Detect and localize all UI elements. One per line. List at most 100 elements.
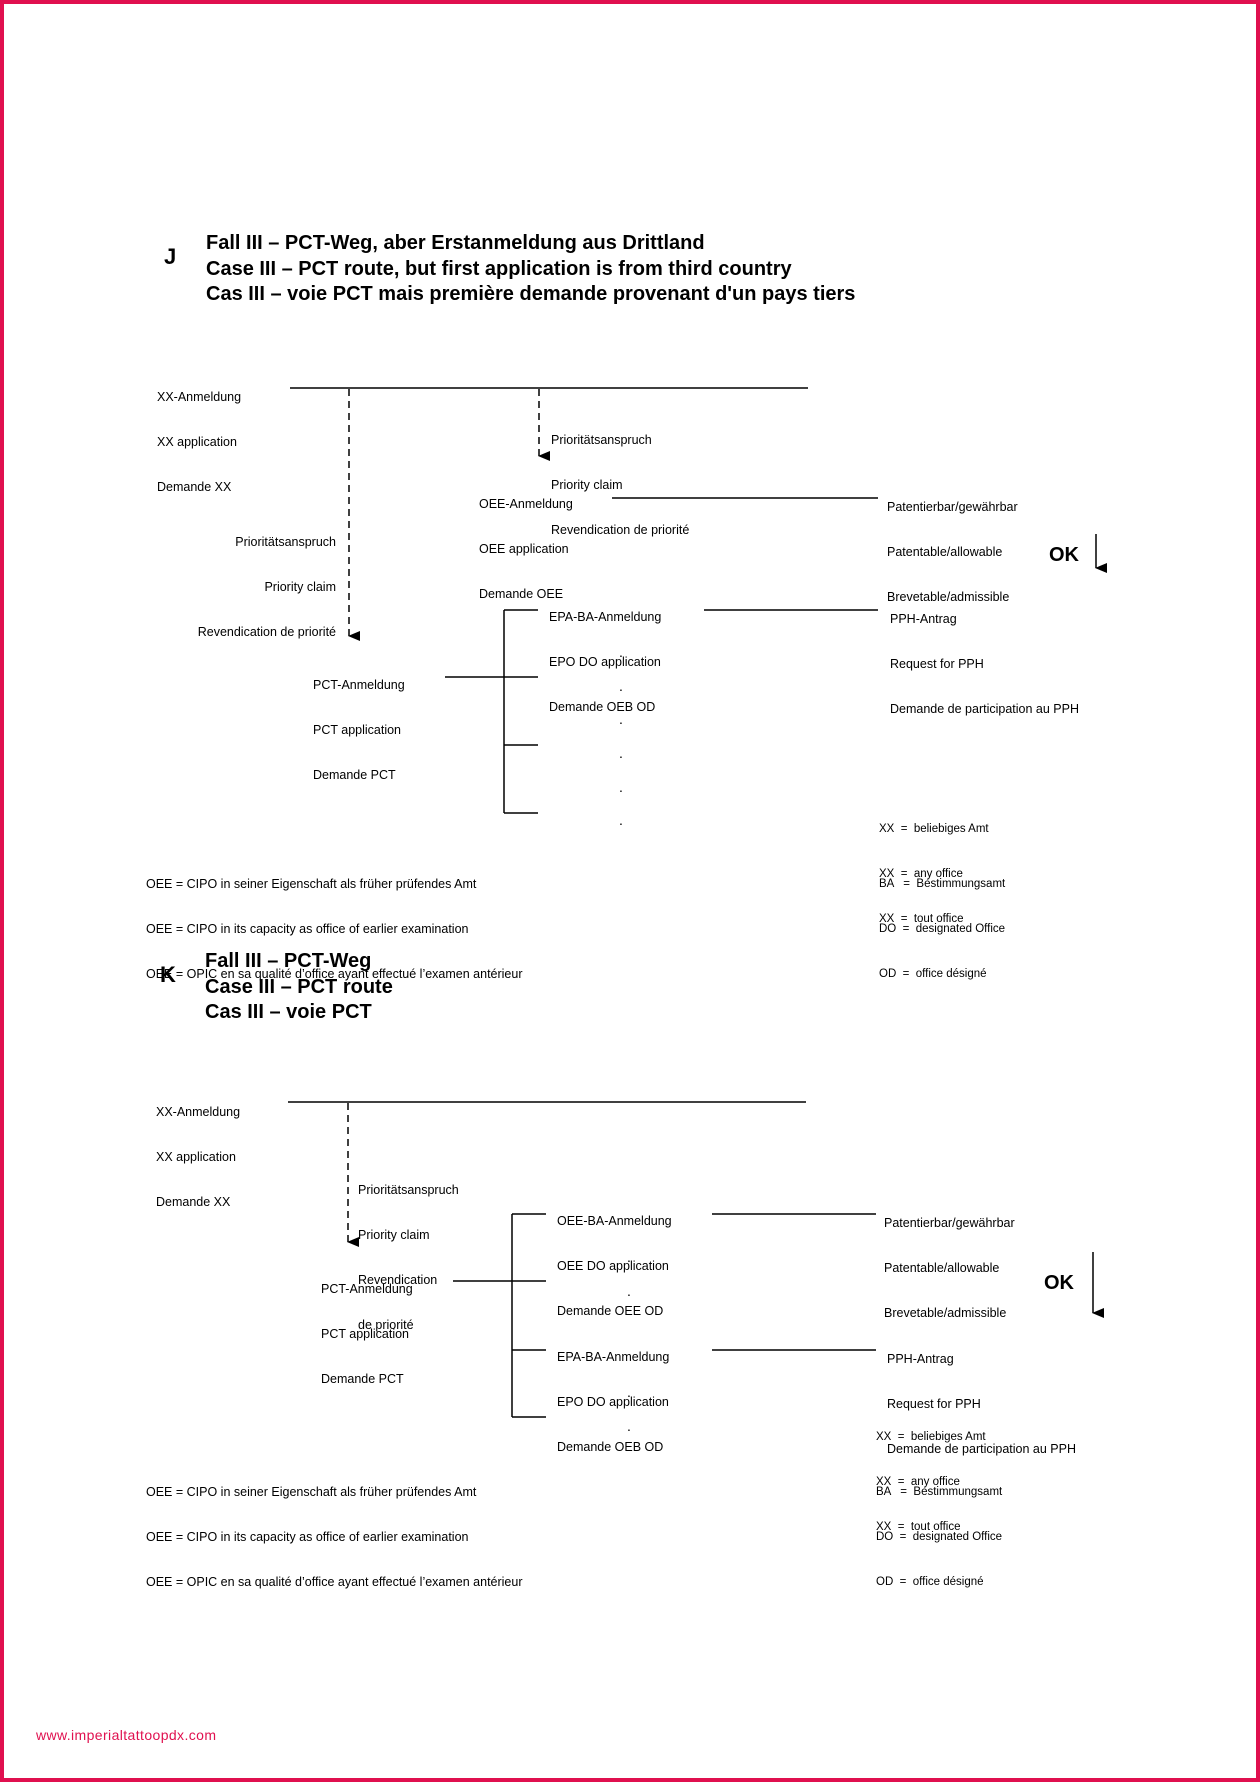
j-priority-claim-right-label: Prioritätsanspruch Priority claim Revend… — [551, 403, 689, 553]
label-line: Patentable/allowable — [887, 545, 1003, 559]
label-line: Revendication — [358, 1273, 438, 1287]
j-patentable-label: Patentierbar/gewährbar Patentable/allowa… — [887, 470, 1018, 620]
label-line: OEE DO application — [557, 1259, 669, 1273]
label-line: PCT application — [321, 1327, 410, 1341]
label-line: Patentierbar/gewährbar — [884, 1216, 1015, 1230]
label-line: EPA-BA-Anmeldung — [549, 610, 662, 624]
label-line: Brevetable/admissible — [887, 590, 1010, 604]
k-ellipsis-dot: . — [627, 1249, 631, 1265]
label-line: PCT application — [313, 723, 402, 737]
j-ellipsis-dot: . — [619, 745, 623, 761]
label-line: Patentable/allowable — [884, 1261, 1000, 1275]
label-line: XX application — [157, 435, 237, 449]
legend-line: XX = tout office — [876, 1521, 961, 1533]
label-line: Request for PPH — [887, 1397, 981, 1411]
j-legend-oee: OEE = CIPO in seiner Eigenschaft als frü… — [146, 847, 523, 997]
j-legend-do: BA = Bestimmungsamt DO = designated Offi… — [879, 847, 1005, 997]
j-ellipsis-dot: . — [619, 779, 623, 795]
label-line: OEE application — [479, 542, 569, 556]
k-legend-oee: OEE = CIPO in seiner Eigenschaft als frü… — [146, 1455, 523, 1605]
k-pct-application-label: PCT-Anmeldung PCT application Demande PC… — [321, 1252, 413, 1402]
legend-line: OEE = CIPO in its capacity as office of … — [146, 922, 469, 936]
legend-line: XX = beliebiges Amt — [876, 1431, 986, 1443]
label-line: Demande PCT — [321, 1372, 404, 1386]
legend-line: BA = Bestimmungsamt — [876, 1486, 1003, 1498]
k-ok-label: OK — [1044, 1272, 1074, 1294]
section-k-title: Fall III – PCT-Weg Case III – PCT route … — [205, 949, 393, 1026]
title-line: Fall III – PCT-Weg, aber Erstanmeldung a… — [206, 232, 705, 254]
label-line: Demande OEB OD — [549, 700, 656, 714]
legend-line: OD = office désigné — [876, 1576, 984, 1588]
k-ellipsis-dot: . — [627, 1283, 631, 1299]
j-pct-application-label: PCT-Anmeldung PCT application Demande PC… — [313, 648, 405, 798]
label-line: Revendication de priorité — [551, 523, 690, 537]
k-patentable-label: Patentierbar/gewährbar Patentable/allowa… — [884, 1186, 1015, 1336]
k-epo-do-application-label: EPA-BA-Anmeldung EPO DO application Dema… — [557, 1320, 669, 1470]
watermark-link[interactable]: www.imperialtattoopdx.com — [36, 1727, 217, 1743]
legend-line: OEE = OPIC en sa qualité d’office ayant … — [146, 967, 523, 981]
legend-line: DO = designated Office — [876, 1531, 1003, 1543]
label-line: Prioritätsanspruch — [235, 535, 336, 549]
j-ellipsis-dot: . — [619, 711, 623, 727]
k-pph-request-label: PPH-Antrag Request for PPH Demande de pa… — [887, 1322, 1076, 1472]
label-line: OEE-Anmeldung — [479, 497, 573, 511]
section-j-letter: J — [164, 244, 177, 269]
label-line: Demande OEB OD — [557, 1440, 664, 1454]
title-line: Fall III – PCT-Weg — [205, 950, 372, 972]
label-line: Brevetable/admissible — [884, 1306, 1007, 1320]
j-ok-label: OK — [1049, 544, 1079, 566]
legend-line: OEE = CIPO in its capacity as office of … — [146, 1530, 469, 1544]
label-line: Demande XX — [156, 1195, 231, 1209]
label-line: EPO DO application — [549, 655, 661, 669]
section-k-letter: K — [160, 962, 176, 987]
label-line: Priority claim — [358, 1228, 430, 1242]
label-line: Demande de participation au PPH — [890, 702, 1080, 716]
label-line: PCT-Anmeldung — [321, 1282, 413, 1296]
legend-line: XX = tout office — [879, 913, 964, 925]
label-line: Demande PCT — [313, 768, 396, 782]
j-pph-request-label: PPH-Antrag Request for PPH Demande de pa… — [890, 582, 1079, 732]
label-line: XX-Anmeldung — [156, 1105, 241, 1119]
legend-line: XX = any office — [876, 1476, 960, 1488]
legend-line: XX = any office — [879, 868, 963, 880]
label-line: OEE-BA-Anmeldung — [557, 1214, 672, 1228]
title-line: Case III – PCT route — [205, 975, 393, 998]
label-line: PPH-Antrag — [887, 1352, 954, 1366]
label-line: EPA-BA-Anmeldung — [557, 1350, 670, 1364]
legend-line: XX = beliebiges Amt — [879, 823, 989, 835]
label-line: PCT-Anmeldung — [313, 678, 405, 692]
legend-line: OEE = CIPO in seiner Eigenschaft als frü… — [146, 1485, 477, 1499]
j-oee-application-label: OEE-Anmeldung OEE application Demande OE… — [479, 467, 573, 617]
k-ellipsis-dot: . — [627, 1418, 631, 1434]
label-line: Demande XX — [157, 480, 232, 494]
legend-line: BA = Bestimmungsamt — [879, 878, 1006, 890]
j-ellipsis-dot: . — [619, 812, 623, 828]
label-line: Demande de participation au PPH — [887, 1442, 1077, 1456]
label-line: Request for PPH — [890, 657, 984, 671]
legend-line: OEE = CIPO in seiner Eigenschaft als frü… — [146, 877, 477, 891]
j-ellipsis-dot: . — [619, 678, 623, 694]
label-line: Prioritätsanspruch — [551, 433, 652, 447]
j-epo-do-application-label: EPA-BA-Anmeldung EPO DO application Dema… — [549, 580, 661, 730]
k-priority-claim-label: Prioritätsanspruch Priority claim Revend… — [358, 1153, 459, 1348]
title-line: Cas III – voie PCT — [205, 1001, 372, 1023]
label-line: EPO DO application — [557, 1395, 669, 1409]
k-oee-do-application-label: OEE-BA-Anmeldung OEE DO application Dema… — [557, 1184, 672, 1334]
label-line: de priorité — [358, 1318, 414, 1332]
label-line: Prioritätsanspruch — [358, 1183, 459, 1197]
label-line: Patentierbar/gewährbar — [887, 500, 1018, 514]
legend-line: OD = office désigné — [879, 968, 987, 980]
j-legend-xx: XX = beliebiges Amt XX = any office XX =… — [879, 792, 989, 942]
label-line: Demande OEE OD — [557, 1304, 664, 1318]
label-line: PPH-Antrag — [890, 612, 957, 626]
j-xx-application-label: XX-Anmeldung XX application Demande XX — [157, 360, 241, 510]
k-ellipsis-dot: . — [627, 1384, 631, 1400]
label-line: XX-Anmeldung — [157, 390, 242, 404]
legend-line: DO = designated Office — [879, 923, 1006, 935]
k-xx-application-label: XX-Anmeldung XX application Demande XX — [156, 1075, 240, 1225]
j-priority-claim-left-label: Prioritätsanspruch Priority claim Revend… — [160, 505, 336, 655]
label-line: Priority claim — [264, 580, 336, 594]
label-line: Revendication de priorité — [197, 625, 336, 639]
section-j-title: Fall III – PCT-Weg, aber Erstanmeldung a… — [206, 231, 855, 308]
title-line: Cas III – voie PCT mais première demande… — [206, 283, 856, 305]
